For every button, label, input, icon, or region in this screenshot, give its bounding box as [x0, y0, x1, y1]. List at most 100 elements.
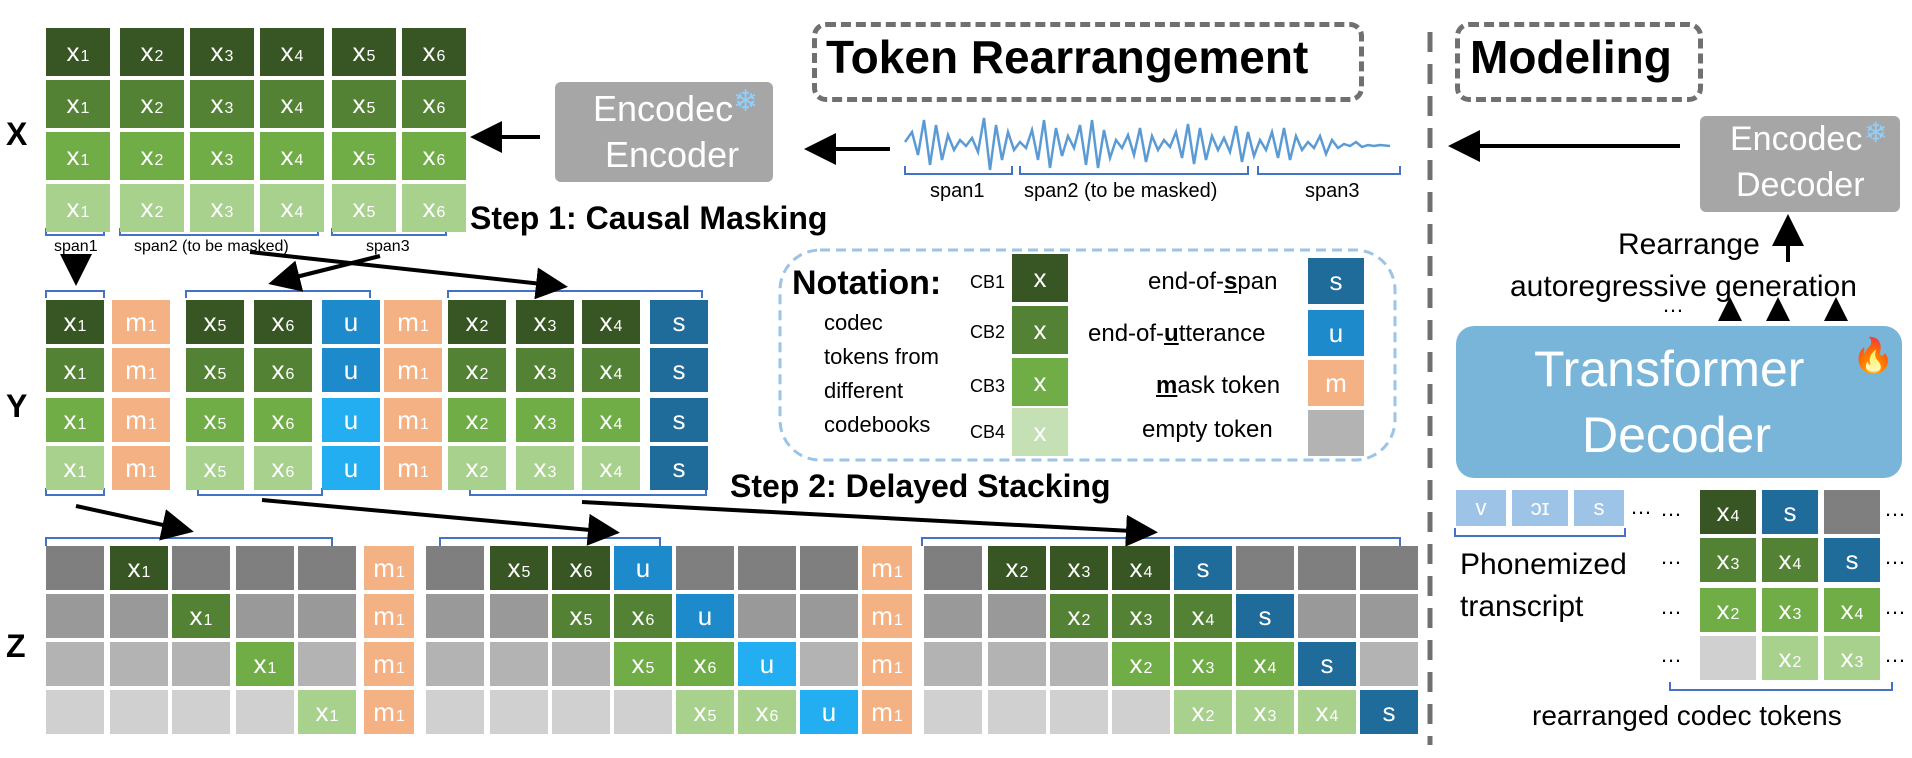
y-token-cell: u — [322, 300, 380, 344]
z-token-cell — [800, 546, 858, 590]
rearranged-dots: … — [1884, 594, 1906, 619]
encoder-label-1: Encodec — [593, 88, 734, 129]
row-label-y: Y — [6, 388, 28, 424]
z-token-cell — [46, 594, 104, 638]
z-token-cell: u — [738, 642, 796, 686]
z-token-cell — [1360, 642, 1418, 686]
z-token-cell: u — [800, 690, 858, 734]
z-token-cell — [614, 690, 672, 734]
modeling-title: Modeling — [1470, 31, 1672, 83]
x-span1-label: span1 — [54, 238, 98, 255]
z-token-cell — [426, 642, 484, 686]
rearranged-token-cell: s — [1762, 490, 1818, 534]
rearranged-dots: … — [1660, 594, 1682, 619]
notation-title: Notation: — [792, 264, 942, 302]
z-token-cell — [236, 594, 294, 638]
z-token-cell: s — [1236, 594, 1294, 638]
y-token-cell: s — [650, 348, 708, 392]
z-token-cell — [490, 594, 548, 638]
z-token-cell — [988, 642, 1046, 686]
z-token-cell — [800, 642, 858, 686]
z-token-cell — [426, 546, 484, 590]
z-token-cell — [426, 690, 484, 734]
transformer-label-2: Decoder — [1582, 407, 1771, 463]
z-token-cell — [924, 642, 982, 686]
z-token-cell — [46, 546, 104, 590]
wave-span3-label: span3 — [1305, 180, 1360, 202]
y-token-cell: u — [322, 398, 380, 442]
z-token-cell — [426, 594, 484, 638]
z-token-cell — [298, 546, 356, 590]
z-token-cell — [110, 642, 168, 686]
phoneme-token-1: v — [1456, 490, 1506, 526]
notation-eos-token: s — [1308, 258, 1364, 304]
z-token-cell — [1298, 546, 1356, 590]
transformer-decoder: Transformer Decoder 🔥 — [1456, 326, 1902, 478]
cb3-label: CB3 — [970, 376, 1006, 396]
z-token-cell — [110, 594, 168, 638]
notation-empty-token — [1308, 410, 1364, 456]
step1-label: Step 1: Causal Masking — [470, 200, 828, 236]
z-token-cell — [172, 690, 230, 734]
eou-label: end-of-utterance — [1088, 320, 1266, 347]
rearranged-dots: … — [1884, 544, 1906, 569]
z-token-cell — [1360, 546, 1418, 590]
z-token-cell — [110, 690, 168, 734]
transformer-label-1: Transformer — [1534, 341, 1805, 397]
notation-cb2-token: x — [1012, 306, 1068, 354]
rearranged-token-cell — [1700, 636, 1756, 680]
phoneme-dots: … — [1630, 494, 1652, 519]
decoder-label-2: Decoder — [1736, 166, 1865, 204]
z-token-cell — [490, 690, 548, 734]
rearranged-dots: … — [1660, 544, 1682, 569]
rearranged-token-cell — [1824, 490, 1880, 534]
row-label-z: Z — [6, 628, 26, 664]
z-token-cell: u — [614, 546, 672, 590]
z-token-cell — [924, 546, 982, 590]
notation-mask-token: m — [1308, 360, 1364, 406]
eos-label: end-of-span — [1148, 268, 1278, 295]
